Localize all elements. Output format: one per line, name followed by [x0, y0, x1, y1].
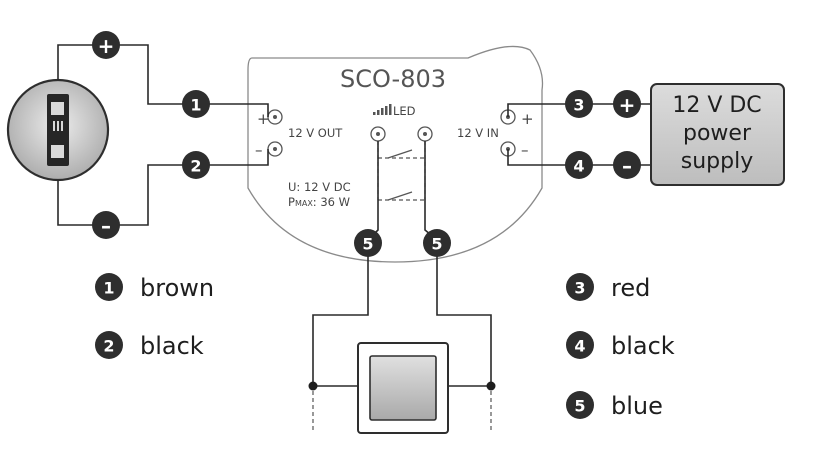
psu-line-2: power: [683, 121, 752, 146]
wire-badge-1: 1: [182, 90, 210, 118]
spec-power: PMAX: 36 W: [288, 195, 350, 209]
led-signal-icon: [373, 104, 392, 115]
svg-text:3: 3: [574, 279, 585, 298]
svg-text:–: –: [622, 154, 632, 178]
out-plus-sign: +: [257, 110, 270, 128]
wire-badge-5-right: 5: [423, 229, 451, 257]
spec-voltage: U: 12 V DC: [288, 180, 351, 194]
svg-text:+: +: [98, 34, 115, 58]
device-body: [247, 45, 544, 263]
legend-label-4: black: [611, 332, 675, 360]
legend-badge-2: 2: [95, 331, 123, 359]
wire-badge-3: 3: [565, 90, 593, 118]
svg-text:2: 2: [190, 157, 201, 176]
wire-badge-5-left: 5: [354, 229, 382, 257]
wall-switch-icon: [357, 342, 449, 434]
svg-text:4: 4: [573, 157, 584, 176]
svg-text:3: 3: [573, 96, 584, 115]
svg-text:5: 5: [574, 397, 585, 416]
legend-badge-3: 3: [566, 273, 594, 301]
legend-label-3: red: [611, 274, 650, 302]
wire-badge-4: 4: [565, 151, 593, 179]
svg-text:–: –: [101, 214, 111, 238]
wire-badge-2: 2: [182, 151, 210, 179]
psu-minus-marker: –: [613, 151, 641, 179]
svg-text:+: +: [619, 93, 636, 117]
legend-label-1: brown: [140, 274, 214, 302]
svg-text:5: 5: [362, 235, 373, 254]
svg-text:1: 1: [190, 96, 201, 115]
in-label: 12 V IN: [457, 126, 499, 140]
legend-badge-4: 4: [566, 331, 594, 359]
out-label: 12 V OUT: [288, 126, 343, 140]
led-label: LED: [393, 104, 416, 118]
device-model-title: SCO-803: [340, 65, 446, 93]
legend-badge-1: 1: [95, 273, 123, 301]
svg-text:1: 1: [103, 279, 114, 298]
in-minus-sign: –: [521, 141, 529, 159]
led-strip-icon: [6, 78, 110, 182]
power-supply-box: [650, 83, 785, 186]
led-plus-marker: +: [92, 31, 120, 59]
svg-text:2: 2: [103, 337, 114, 356]
svg-text:5: 5: [431, 235, 442, 254]
svg-text:4: 4: [574, 337, 585, 356]
legend-badge-5: 5: [566, 391, 594, 419]
in-plus-sign: +: [521, 110, 534, 128]
psu-plus-marker: +: [613, 90, 641, 118]
legend-label-2: black: [140, 332, 204, 360]
led-minus-marker: –: [92, 211, 120, 239]
legend-label-5: blue: [611, 392, 663, 420]
out-minus-sign: –: [255, 141, 263, 159]
psu-line-1: 12 V DC: [672, 93, 761, 118]
psu-line-3: supply: [681, 149, 753, 174]
